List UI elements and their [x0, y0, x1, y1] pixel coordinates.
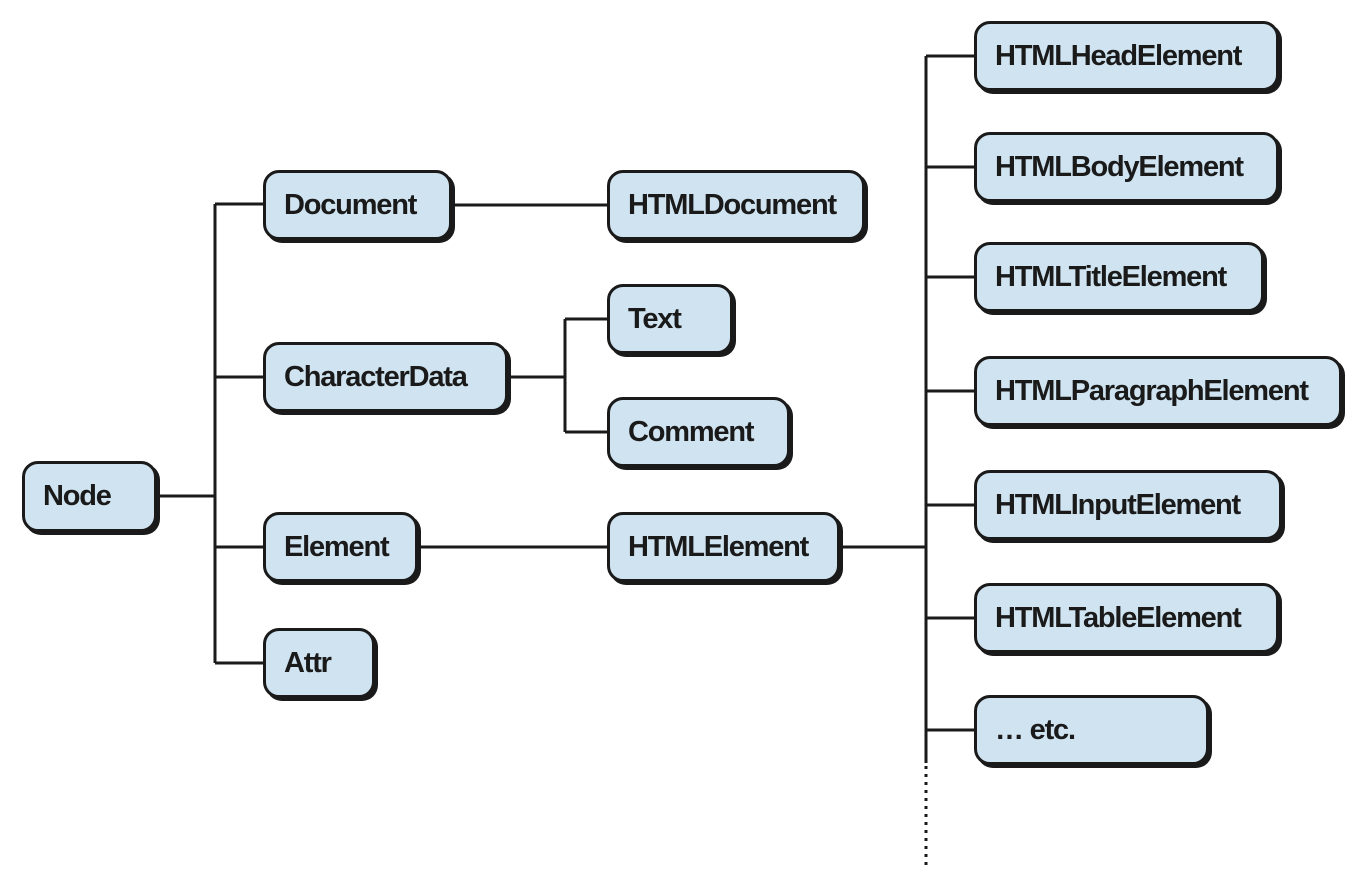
htmltitleelement-box: HTMLTitleElement [974, 242, 1264, 312]
htmltableelement-label: HTMLTableElement [995, 601, 1242, 634]
htmlbodyelement-box: HTMLBodyElement [974, 132, 1279, 202]
node-label: Node [43, 480, 112, 512]
htmlparagraphelement-label: HTMLParagraphElement [995, 374, 1309, 407]
element-box: Element [263, 512, 418, 582]
htmlelement-box: HTMLElement [607, 512, 840, 582]
text-box: Text [607, 284, 733, 354]
htmltableelement-box: HTMLTableElement [974, 583, 1279, 653]
comment-box: Comment [607, 397, 790, 467]
document-label: Document [284, 188, 417, 221]
text-label: Text [628, 302, 682, 335]
htmlinputelement-label: HTMLInputElement [995, 488, 1241, 521]
characterdata-label: CharacterData [284, 360, 468, 393]
htmltitleelement-label: HTMLTitleElement [995, 260, 1227, 293]
node-box: Node [22, 461, 157, 532]
comment-label: Comment [628, 415, 755, 448]
attr-label: Attr [284, 646, 332, 679]
attr-box: Attr [263, 628, 375, 698]
htmlparagraphelement-box: HTMLParagraphElement [974, 356, 1342, 426]
document-box: Document [263, 170, 452, 240]
characterdata-box: CharacterData [263, 342, 508, 412]
htmlbodyelement-label: HTMLBodyElement [995, 150, 1244, 183]
element-label: Element [284, 530, 390, 563]
htmlheadelement-box: HTMLHeadElement [974, 21, 1279, 91]
htmldocument-box: HTMLDocument [607, 170, 865, 240]
etc-label: … etc. [995, 713, 1076, 746]
htmldocument-label: HTMLDocument [628, 188, 837, 221]
etc-box: … etc. [974, 695, 1209, 765]
htmlelement-label: HTMLElement [628, 530, 809, 563]
htmlheadelement-label: HTMLHeadElement [995, 39, 1242, 72]
htmlinputelement-box: HTMLInputElement [974, 470, 1282, 540]
